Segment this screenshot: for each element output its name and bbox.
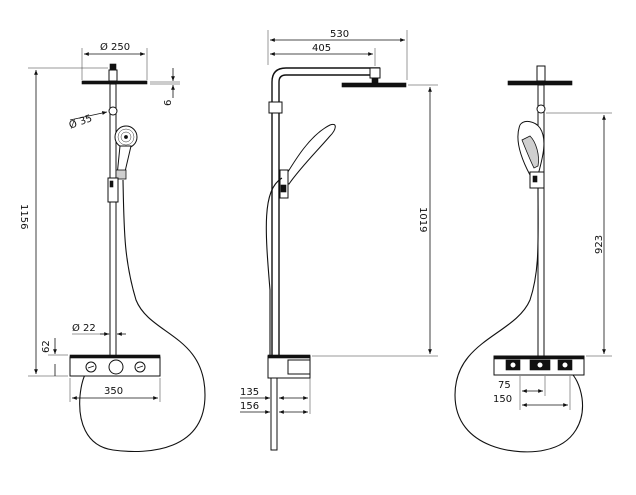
front-bar-diameter-label: Ø 22: [72, 322, 96, 334]
front-thermostat-height-label: 62: [41, 340, 52, 353]
front-head-diameter-label: Ø 250: [100, 41, 130, 53]
front-hose: [79, 179, 206, 453]
rear-view: 923 75 150: [454, 65, 612, 453]
side-arm-height-label: 1019: [417, 207, 428, 232]
side-total-reach-label: 530: [330, 29, 349, 40]
front-head-cap: [109, 63, 117, 71]
side-arm-reach-label: 405: [312, 43, 331, 54]
front-thermostat: [69, 354, 161, 377]
front-bar-joint: [108, 106, 118, 116]
front-hand-shower: [114, 125, 138, 180]
side-view: 530 405 1019 135 156: [240, 29, 438, 451]
side-hose: [265, 177, 283, 358]
rear-slider-height-label: 923: [594, 235, 605, 254]
rear-thermostat: [493, 355, 585, 376]
front-hand-diameter-label: Ø 35: [67, 112, 93, 131]
side-wall-135-label: 135: [240, 387, 259, 398]
side-hand-shower: [282, 123, 336, 185]
rear-overhead-shower-head: [507, 80, 573, 86]
front-total-height-label: 1156: [18, 204, 29, 229]
front-view: Ø 250 6 Ø 35 1156 Ø 22 62 350: [18, 41, 206, 453]
side-arm-end: [369, 67, 381, 79]
front-slider-knob: [109, 180, 114, 188]
rear-riser-bar: [537, 84, 545, 358]
side-outlet-pipe: [270, 377, 278, 451]
rear-spacing-75-label: 75: [498, 380, 511, 391]
front-riser-bar: [109, 83, 117, 367]
rear-hose: [454, 187, 584, 453]
side-riser-and-arm: [271, 67, 380, 358]
side-wall-156-label: 156: [240, 401, 259, 412]
front-head-thickness-label: 6: [163, 100, 174, 106]
front-head-connector: [108, 69, 118, 82]
rear-bar-joint: [536, 104, 546, 114]
side-upper-joint: [268, 101, 283, 114]
rear-spacing-150-label: 150: [493, 394, 512, 405]
rear-head-connector: [536, 65, 546, 82]
side-slider: [279, 169, 289, 199]
front-thermostat-width-label: 350: [104, 386, 123, 397]
side-overhead-shower-head: [341, 82, 407, 88]
front-slider: [107, 177, 119, 203]
